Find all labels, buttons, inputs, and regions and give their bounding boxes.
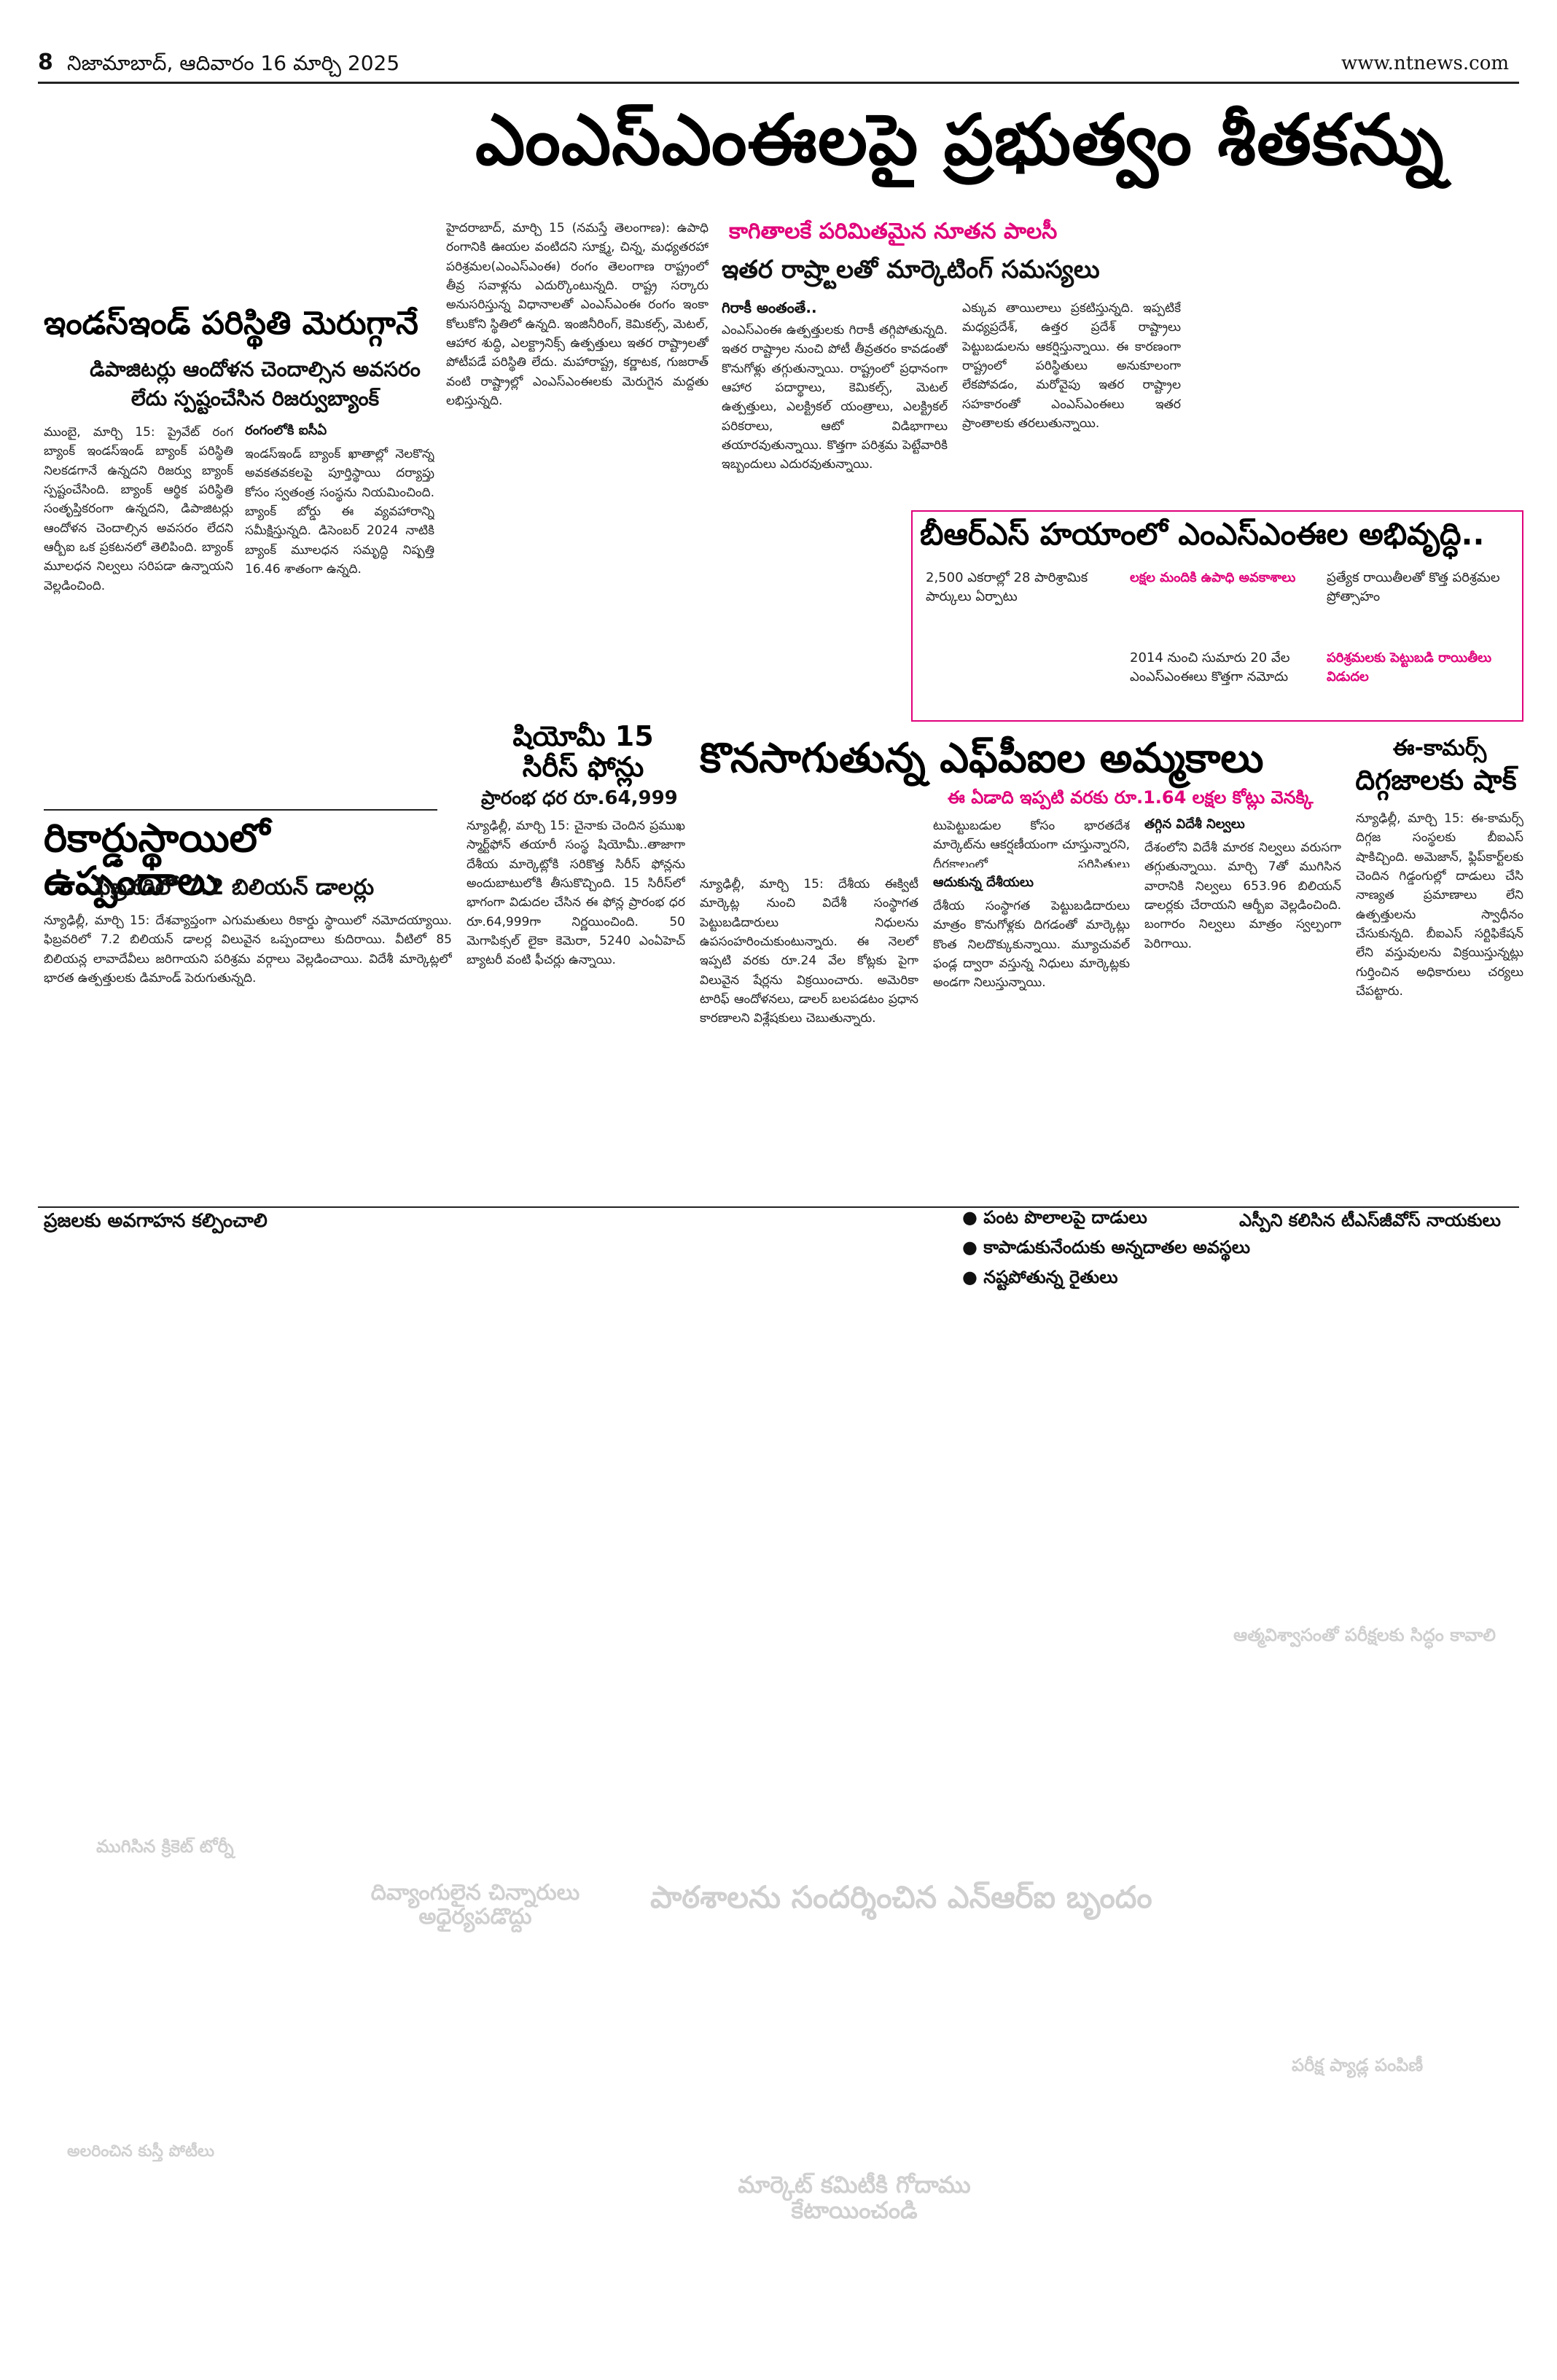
fpi-column-1: న్యూఢిల్లీ, మార్చి 15: దేశీయ ఈక్విటీ మార… [700,877,918,1026]
bullet-2: కాపాడుకునేందుకు అన్నదాతల అవస్థలు [962,1237,1250,1257]
xiaomi-body: న్యూఢిల్లీ, మార్చి 15: చైనాకు చెందిన ప్ర… [467,819,685,968]
stat-box-headline: బీఆర్‌ఎస్ హయాంలో ఎంఎస్‌ఎంఈల అభివృద్ధి.. [920,516,1485,552]
lead-column-1: హైదరాబాద్, మార్చి 15 (నమస్తే తెలంగాణ): ఉ… [446,221,709,409]
faded-headline-2: మార్కెట్ కమిటీకి గోదాము కేటాయించండి [738,2171,971,2225]
lead-headline: ఎంఎస్‌ఎంఈలపై ప్రభుత్వం శీతకన్ను [475,99,1445,181]
fpi-column-2-heading: ఆదుకున్న దేశీయలు [933,875,1034,890]
indusind-headline: ఇండస్‌ఇండ్ పరిస్థితి మెరుగ్గానే [44,305,418,342]
stat-item-1: 2,500 ఎకరాల్లో 28 పారిశ్రామిక పార్కులు ఏ… [926,570,1088,605]
bullet-3: నష్టపోతున్న రైతులు [962,1267,1118,1287]
fpi-column-4-heading: తగ్గిన విదేశీ నిల్వలు [1144,816,1245,832]
stat-item-5: పరిశ్రమలకు పెట్టుబడి రాయితీలు విడుదల [1327,650,1492,685]
faded-headline-3: దివ్యాంగులైన చిన్నారులు అధైర్యపడొద్దు [370,1880,580,1930]
stat-item-3: ప్రత్యేక రాయితీలతో కొత్త పరిశ్రమల ప్రోత్… [1327,570,1500,605]
ecommerce-body: న్యూఢిల్లీ, మార్చి 15: ఈ-కామర్స్ దిగ్గజ … [1356,811,1523,999]
lead-subhead-1: కాగితాలకే పరిమితమైన నూతన పాలసీ [729,219,1058,244]
faded-headline-4: ఆత్మవిశ్వాసంతో పరీక్షలకు సిద్ధం కావాలి [1233,1625,1496,1645]
lead-column-3: ఎక్కువ తాయిలాలు ప్రకటిస్తున్నది. ఇప్పటిక… [962,301,1181,432]
lower-bullets: పంట పొలాలపై దాడులు కాపాడుకునేందుకు అన్నద… [962,1203,1298,1292]
stat-item-2: లక్షల మందికి ఉపాధి అవకాశాలు [1130,570,1296,585]
faded-headline-1: పాఠశాలను సందర్శించిన ఎన్‌ఆర్‌ఐ బృందం [650,1879,1152,1915]
exports-rule [44,809,437,811]
indusind-column-1: ముంబై, మార్చి 15: ప్రైవేట్ రంగ బ్యాంక్ ఇ… [44,425,233,593]
faded-headline-7: అలరించిన కుస్తీ పోటీలు [67,2142,215,2161]
xiaomi-headline: షియోమీ 15 సిరీస్ ఫోన్లు [512,720,654,783]
faded-headline-5: పరీక్ష ప్యాడ్ల పంపిణీ [1292,2055,1424,2075]
indusind-column-2-heading: రంగంలోకి ఐసీఏ [245,423,327,438]
indusind-subhead: డిపాజిటర్లు ఆందోళన చెందాల్సిన అవసరం లేదు… [90,357,421,410]
xiaomi-subhead: ప్రారంభ ధర రూ.64,999 [481,787,678,809]
fpi-subhead: ఈ ఏడాది ఇప్పటి వరకు రూ.1.64 లక్షల కోట్లు… [948,787,1314,808]
lead-column-2: ఎంఎస్‌ఎంఈ ఉత్పత్తులకు గిరాకీ తగ్గిపోతున్… [722,323,948,472]
stat-box [911,510,1523,722]
ecommerce-headline-1: ఈ-కామర్స్ [1392,736,1487,761]
fpi-column-3: టుపెట్టుబడుల కోసం భారతదేశ మార్కెట్‌ను ఆక… [933,819,1130,867]
ecommerce-headline-2: దిగ్గజాలకు షాక్ [1355,764,1517,796]
lower-strip-rule [38,1206,1519,1208]
stat-item-4: 2014 నుంచి సుమారు 20 వేల ఎంఎస్‌ఎంఈలు కొత… [1130,650,1290,685]
exports-headline: రికార్డుస్థాయిలో ఉప్పందాలు [44,815,270,905]
indusind-column-2: ఇండస్‌ఇండ్ బ్యాంక్ ఖాతాల్లో నెలకొన్న అవక… [245,447,434,577]
page-number: 8 [38,50,53,75]
lower-left-heading: ప్రజలకు అవగాహన కల్పించాలి [44,1210,268,1232]
faded-headline-6: ముగిసిన క్రికెట్ టోర్నీ [96,1836,234,1857]
masthead-rule [38,82,1519,84]
bullet-1: పంట పొలాలపై దాడులు [962,1207,1147,1228]
lower-right-heading: ఎస్పీని కలిసిన టీఎస్‌జీవోస్ నాయకులు [1239,1210,1501,1230]
fpi-column-4: దేశంలోని విదేశీ మారక నిల్వలు వరుసగా తగ్గ… [1144,840,1341,951]
lead-column-2-heading: గిరాకీ అంతంతే.. [722,299,817,316]
lead-subhead-2: ఇతర రాష్ర్టాలతో మార్కెటింగ్ సమస్యలు [722,255,1100,284]
date-line: నిజామాబాద్, ఆదివారం 16 మార్చి 2025 [67,51,400,75]
faded-page-area: పాఠశాలను సందర్శించిన ఎన్‌ఆర్‌ఐ బృందం మార… [38,1298,1519,2347]
fpi-headline: కొనసాగుతున్న ఎఫ్‌పీఐల అమ్మకాలు [700,735,1264,782]
website: www.ntnews.com [1341,52,1510,74]
fpi-column-2: దేశీయ సంస్థాగత పెట్టుబడిదారులు మాత్రం కొ… [933,899,1130,991]
exports-body: న్యూఢిల్లీ, మార్చి 15: దేశవ్యాప్తంగా ఎగు… [44,913,452,986]
exports-subhead: ఫిబ్రవరిలో 7.2 బిలియన్ డాలర్లు [95,875,375,900]
